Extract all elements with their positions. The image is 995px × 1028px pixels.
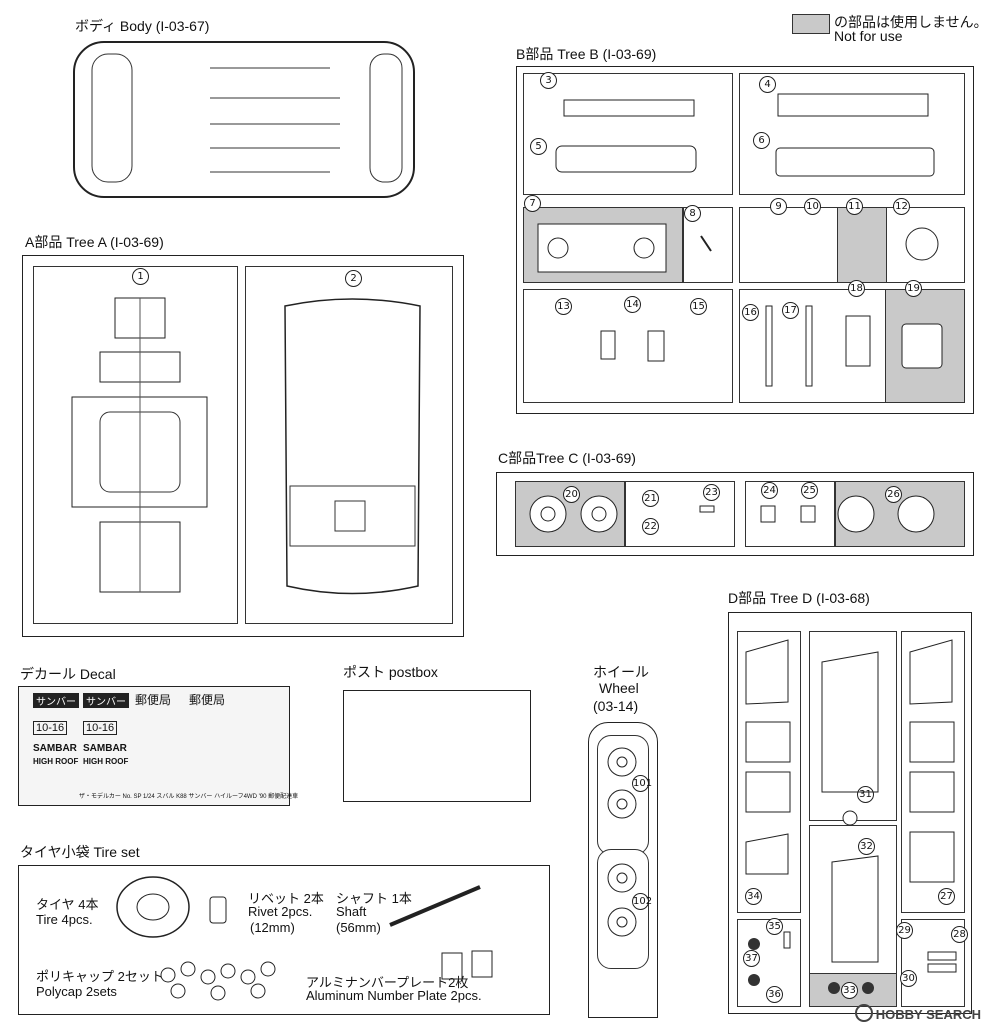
part-number: 28	[951, 926, 968, 943]
part-number: 29	[896, 922, 913, 939]
decal-sambar: SAMBAR	[83, 743, 127, 754]
shaft-jp: シャフト 1本	[336, 891, 412, 906]
part-number: 24	[761, 482, 778, 499]
shaft-size: (56mm)	[336, 920, 381, 935]
rivet-size: (12mm)	[250, 920, 295, 935]
part-number: 8	[684, 205, 701, 222]
watermark-text: HOBBY SEARCH	[875, 1007, 981, 1022]
part-number: 17	[782, 302, 799, 319]
part-number: 102	[632, 893, 652, 910]
legend-jp: の部品は使用しません。	[834, 14, 988, 30]
tree-d-parts-drawing	[745, 639, 957, 994]
rivet-en: Rivet 2pcs.	[248, 904, 313, 919]
postbox-label: ポスト postbox	[343, 664, 438, 680]
part-number: 37	[743, 950, 760, 967]
decal-sheet: サンバー サンバー 郵便局 郵便局 10-16 10-16 SAMBAR SAM…	[18, 686, 298, 806]
tree-d-area	[809, 631, 897, 821]
part-number: 15	[690, 298, 707, 315]
part-number: 2	[345, 270, 362, 287]
shaft-en: Shaft	[336, 904, 367, 919]
wheel-code: (03-14)	[593, 698, 639, 714]
floor-drawing	[284, 298, 421, 595]
decal-label: デカール Decal	[20, 666, 116, 682]
postbox-area	[343, 690, 531, 802]
tree-c-area	[745, 481, 835, 547]
tree-a-part1-area	[33, 266, 238, 624]
decal-number: 10-16	[33, 721, 68, 735]
decal-post-office: 郵便局	[135, 693, 172, 707]
decal-number: 10-16	[83, 721, 118, 735]
tree-b-area-unused	[837, 207, 887, 283]
part-number: 31	[857, 786, 874, 803]
tire-jp: タイヤ 4本	[36, 897, 99, 912]
tree-b-label: B部品 Tree B (I-03-69)	[516, 46, 657, 62]
part-number: 21	[642, 490, 659, 507]
decal-sambar: SAMBAR	[33, 743, 77, 754]
part-number: 33	[841, 982, 858, 999]
part-number: 7	[524, 195, 541, 212]
part-number: 20	[563, 486, 580, 503]
part-number: 19	[905, 280, 922, 297]
chassis-drawing	[71, 297, 208, 593]
part-number: 101	[632, 775, 652, 792]
tree-d-label: D部品 Tree D (I-03-68)	[728, 590, 870, 606]
part-number: 6	[753, 132, 770, 149]
part-number: 25	[801, 482, 818, 499]
tree-b-area	[523, 73, 733, 195]
part-number: 1	[132, 268, 149, 285]
not-for-use-swatch	[792, 14, 830, 34]
part-number: 30	[900, 970, 917, 987]
tree-a-label: A部品 Tree A (I-03-69)	[25, 234, 164, 250]
part-number: 26	[885, 486, 902, 503]
tire-en: Tire 4pcs.	[36, 912, 93, 927]
plate-en: Aluminum Number Plate 2pcs.	[306, 988, 482, 1003]
tireset-area	[18, 865, 550, 1015]
decal-post-office: 郵便局	[189, 693, 226, 707]
part-number: 36	[766, 986, 783, 1003]
wheel-label-en: Wheel	[599, 680, 639, 696]
part-number: 34	[745, 888, 762, 905]
part-number: 5	[530, 138, 547, 155]
part-number: 13	[555, 298, 572, 315]
tireset-drawing	[116, 876, 493, 1001]
part-number: 27	[938, 888, 955, 905]
part-number: 11	[846, 198, 863, 215]
tree-c-label: C部品Tree C (I-03-69)	[498, 450, 636, 466]
part-number: 32	[858, 838, 875, 855]
wheel-parts-drawing	[607, 747, 637, 937]
part-number: 10	[804, 198, 821, 215]
part-number: 18	[848, 280, 865, 297]
watermark: HOBBY SEARCH	[854, 1004, 981, 1022]
decal-high-roof: HIGH ROOF	[33, 757, 79, 766]
polycap-en: Polycap 2sets	[36, 984, 117, 999]
part-number: 16	[742, 304, 759, 321]
wheel-label-jp: ホイール	[593, 664, 649, 680]
decal-plate: サンバー	[33, 693, 79, 708]
tree-b-parts-drawing	[537, 93, 943, 387]
legend-en: Not for use	[834, 28, 903, 44]
rivet-jp: リベット 2本	[248, 891, 324, 906]
tireset-label: タイヤ小袋 Tire set	[20, 844, 140, 860]
part-number: 9	[770, 198, 787, 215]
tree-c-parts-drawing	[529, 495, 935, 533]
body-label: ボディ Body (I-03-67)	[75, 18, 210, 34]
part-number: 23	[703, 484, 720, 501]
part-number: 22	[642, 518, 659, 535]
hobby-search-logo-icon	[854, 1004, 873, 1022]
body-drawing	[73, 41, 415, 198]
plate-jp: アルミナンバープレート2枚	[306, 975, 469, 990]
decal-plate: サンバー	[83, 693, 129, 708]
part-number: 12	[893, 198, 910, 215]
decal-caption: ザ・モデルカー No. SP 1/24 スバル K88 サンバー ハイルーフ4W…	[79, 794, 299, 800]
polycap-jp: ポリキャップ 2セット	[36, 969, 164, 984]
part-number: 4	[759, 76, 776, 93]
part-number: 14	[624, 296, 641, 313]
tree-b-frame	[516, 66, 974, 414]
part-number: 35	[766, 918, 783, 935]
decal-high-roof: HIGH ROOF	[83, 757, 129, 766]
part-number: 3	[540, 72, 557, 89]
